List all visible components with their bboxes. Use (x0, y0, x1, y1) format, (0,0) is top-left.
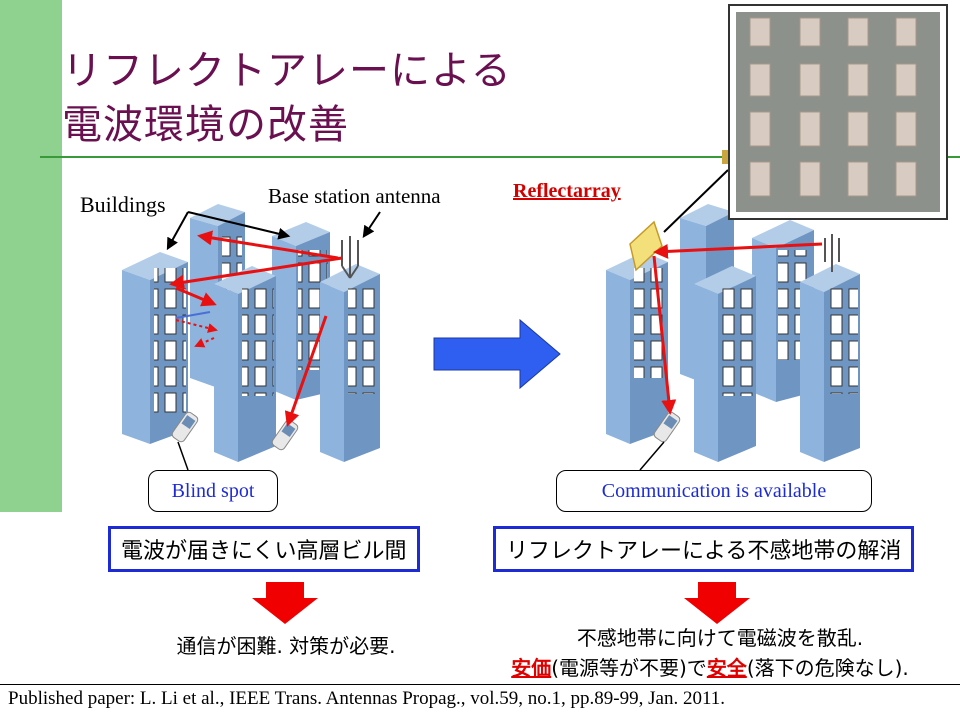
building (694, 266, 756, 462)
highlight-safe: 安全 (706, 656, 747, 680)
result-arrow-right (684, 582, 750, 624)
building (214, 266, 276, 462)
caption-right: リフレクトアレーによる不感地帯の解消 (493, 526, 915, 572)
scene-diagram (122, 169, 860, 624)
label-pointers (166, 211, 381, 251)
result-left: 通信が困難. 対策が必要. (176, 634, 396, 658)
building (800, 264, 860, 462)
photo-callout-line (663, 169, 729, 233)
building (122, 252, 188, 444)
transition-arrow (433, 318, 561, 390)
sidebar-edge (62, 0, 64, 512)
sidebar-accent (0, 0, 62, 512)
result-right-line2: 安価(電源等が不要)で安全(落下の危険なし). (470, 652, 950, 681)
reflectarray-photo (728, 4, 948, 220)
base-station-label: Base station antenna (268, 184, 441, 208)
signal-rays (652, 242, 823, 415)
title-line-2: 電波環境の改善 (62, 102, 349, 148)
result-text-no-power: (電源等が不要)で (551, 656, 707, 680)
buildings-label: Buildings (80, 192, 166, 217)
citation-footer: Published paper: L. Li et al., IEEE Tran… (8, 688, 725, 709)
caption-left: 電波が届きにくい高層ビル間 (108, 526, 420, 572)
right-scene (606, 169, 860, 471)
highlight-cheap: 安価 (511, 656, 552, 680)
antenna-icon (824, 234, 840, 272)
result-right-line1: 不感地帯に向けて電磁波を散乱. (576, 626, 864, 650)
blind-spot-bubble: Blind spot (148, 470, 278, 512)
building (320, 264, 380, 462)
reflectarray-label: Reflectarray (513, 180, 621, 202)
building (606, 252, 668, 444)
title-divider (40, 156, 960, 158)
antenna-icon (341, 236, 359, 279)
result-arrow-left (252, 582, 318, 624)
title-line-1: リフレクトアレーによる (62, 48, 512, 94)
phone-icon (171, 411, 199, 443)
footer-divider (0, 684, 960, 685)
communication-bubble: Communication is available (556, 470, 872, 512)
reflectarray-element-grid (749, 17, 917, 197)
signal-rays (169, 230, 343, 427)
result-text-no-fall: (落下の危険なし). (746, 656, 909, 680)
left-scene (122, 204, 381, 471)
